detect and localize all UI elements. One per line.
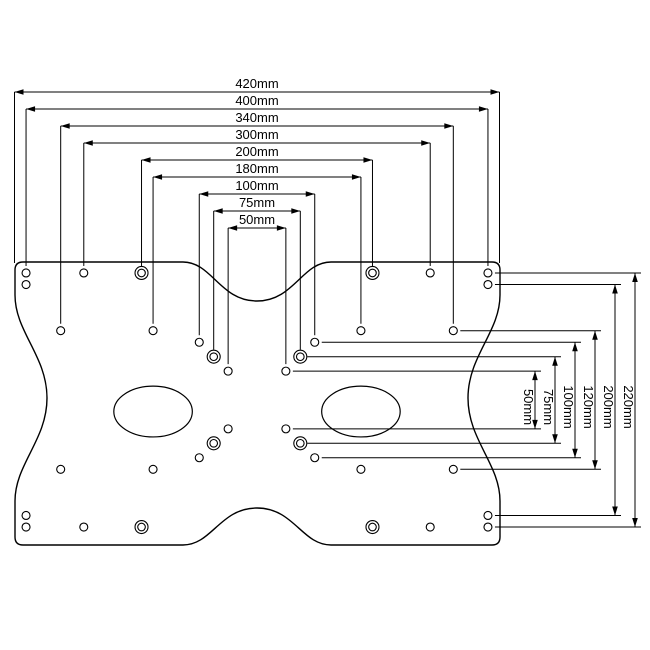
dimension-label-horizontal: 180mm <box>235 161 278 176</box>
dimension-arrowhead <box>572 342 578 352</box>
dimension-arrowhead <box>153 174 163 180</box>
mounting-hole-grommet <box>293 436 308 451</box>
dimension-arrowhead <box>291 208 301 214</box>
mounting-hole <box>194 453 204 463</box>
dimension-arrowhead <box>305 191 315 197</box>
cable-slot <box>321 385 401 438</box>
plate-outline <box>14 261 501 546</box>
dimension-arrowhead <box>490 89 500 95</box>
dimension-arrowhead <box>351 174 361 180</box>
dimension-arrowhead <box>444 123 454 129</box>
mounting-hole <box>310 453 320 463</box>
mounting-hole <box>483 510 493 521</box>
mounting-hole <box>21 510 31 521</box>
mounting-hole <box>448 326 458 336</box>
dimension-arrowhead <box>421 140 431 146</box>
mounting-hole <box>356 464 366 474</box>
mounting-hole <box>56 326 66 336</box>
mounting-hole <box>21 522 31 532</box>
dimension-label-horizontal: 300mm <box>235 127 278 142</box>
dimension-label-horizontal: 100mm <box>235 178 278 193</box>
dimension-arrowhead <box>552 434 558 444</box>
dimension-arrowhead <box>213 208 223 214</box>
dimension-arrowhead <box>141 157 151 163</box>
dimension-arrowhead <box>276 225 286 231</box>
dimension-arrowhead <box>552 356 558 366</box>
dimension-arrowhead <box>60 123 70 129</box>
dimension-label-horizontal: 50mm <box>239 212 275 227</box>
mounting-hole <box>368 522 377 532</box>
dimension-arrowhead <box>532 419 538 429</box>
mounting-hole-grommet <box>134 265 149 281</box>
dimension-label-horizontal: 420mm <box>235 76 278 91</box>
mounting-hole <box>148 464 158 474</box>
dimension-arrowhead <box>632 518 638 528</box>
mounting-hole <box>295 438 305 448</box>
mounting-hole <box>223 424 233 434</box>
mounting-hole <box>483 279 493 290</box>
mounting-hole <box>79 268 89 278</box>
dimension-arrowhead <box>14 89 24 95</box>
mounting-hole <box>21 268 31 278</box>
mounting-hole <box>483 522 493 532</box>
mounting-hole <box>448 464 458 474</box>
dimension-label-horizontal: 340mm <box>235 110 278 125</box>
dimension-arrowhead <box>612 284 618 294</box>
dimension-label-vertical: 50mm <box>521 389 536 425</box>
mounting-hole <box>281 424 291 434</box>
dimension-label-vertical: 220mm <box>621 385 636 428</box>
dimension-arrowhead <box>532 371 538 381</box>
mounting-hole <box>137 522 146 532</box>
dimension-label-horizontal: 400mm <box>235 93 278 108</box>
dimension-label-vertical: 75mm <box>541 389 556 425</box>
dimension-arrowhead <box>83 140 93 146</box>
mounting-hole <box>209 438 219 448</box>
dimension-label-horizontal: 75mm <box>239 195 275 210</box>
mounting-hole <box>425 522 435 532</box>
dimension-arrowhead <box>632 272 638 282</box>
dimension-arrowhead <box>612 506 618 516</box>
dimension-label-vertical: 200mm <box>601 385 616 428</box>
mounting-hole <box>137 268 146 278</box>
mounting-hole <box>368 268 377 278</box>
mounting-hole-grommet <box>134 519 149 535</box>
dimension-arrowhead <box>199 191 209 197</box>
mounting-hole <box>425 268 435 278</box>
dimension-arrowhead <box>592 460 598 470</box>
mounting-hole <box>223 366 233 376</box>
mounting-hole-grommet <box>206 436 221 451</box>
dimension-arrowhead <box>478 106 488 112</box>
dimension-label-vertical: 120mm <box>581 385 596 428</box>
mounting-hole <box>356 326 366 336</box>
mounting-hole <box>295 352 305 362</box>
mounting-hole <box>79 522 89 532</box>
cable-slot <box>113 385 193 438</box>
mounting-hole <box>310 337 320 347</box>
mounting-hole <box>281 366 291 376</box>
dimension-arrowhead <box>26 106 36 112</box>
mounting-hole-grommet <box>293 349 308 364</box>
mounting-hole <box>21 279 31 290</box>
dimension-label-vertical: 100mm <box>561 385 576 428</box>
dimension-arrowhead <box>363 157 373 163</box>
mounting-hole <box>209 352 219 362</box>
mounting-hole <box>194 337 204 347</box>
dimension-arrowhead <box>572 448 578 458</box>
mounting-hole <box>483 268 493 278</box>
mounting-hole-grommet <box>365 519 380 535</box>
dimension-label-horizontal: 200mm <box>235 144 278 159</box>
mounting-hole <box>148 326 158 336</box>
dimension-arrowhead <box>592 330 598 340</box>
mounting-hole-grommet <box>365 265 380 281</box>
mounting-hole-grommet <box>206 349 221 364</box>
dimension-arrowhead <box>228 225 238 231</box>
mounting-hole <box>56 464 66 474</box>
